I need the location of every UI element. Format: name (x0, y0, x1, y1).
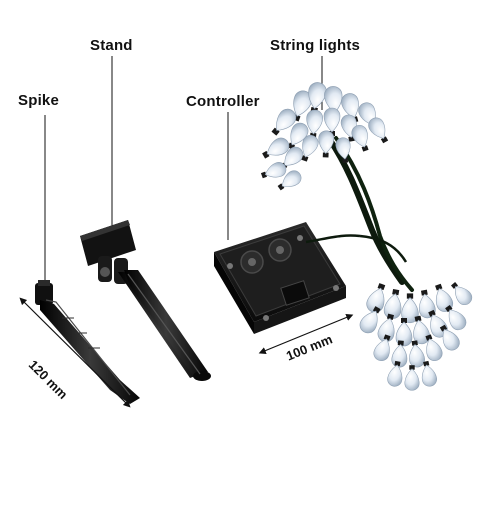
light-bulb (366, 283, 386, 313)
light-bulb (359, 306, 381, 334)
controller-label: Controller (186, 93, 260, 110)
light-bulb (301, 134, 319, 162)
light-bulb (318, 130, 335, 158)
stand-label: Stand (90, 37, 133, 54)
light-bulb (387, 360, 403, 387)
light-bulb (439, 324, 460, 351)
light-bulb (413, 315, 430, 345)
light-bulb (368, 117, 389, 144)
light-bulb (409, 340, 425, 368)
light-bulb (383, 289, 402, 319)
light-bulb (373, 334, 391, 362)
light-bulb (421, 360, 437, 387)
light-bulb (277, 170, 302, 191)
upper-bulb-cluster (260, 82, 389, 191)
light-bulb (262, 137, 290, 159)
stand (80, 220, 211, 381)
lower-bulb-cluster (359, 281, 473, 391)
controller (214, 222, 361, 334)
light-bulb (271, 108, 297, 136)
light-bulb (335, 137, 351, 164)
light-bulb (425, 334, 443, 362)
light-bulb (450, 281, 473, 306)
controller-width-dimension (258, 314, 354, 354)
light-bulb (401, 293, 419, 324)
spike-label: Spike (18, 92, 60, 109)
light-bulb (428, 309, 448, 338)
string-lights (260, 82, 473, 391)
string-lights-label: String lights (270, 37, 361, 54)
light-bulb (445, 305, 467, 331)
light-bulb (351, 124, 369, 152)
light-bulb (260, 162, 287, 179)
light-bulb (404, 365, 420, 391)
spike-length-dimension (19, 297, 131, 408)
light-bulb (395, 318, 413, 347)
